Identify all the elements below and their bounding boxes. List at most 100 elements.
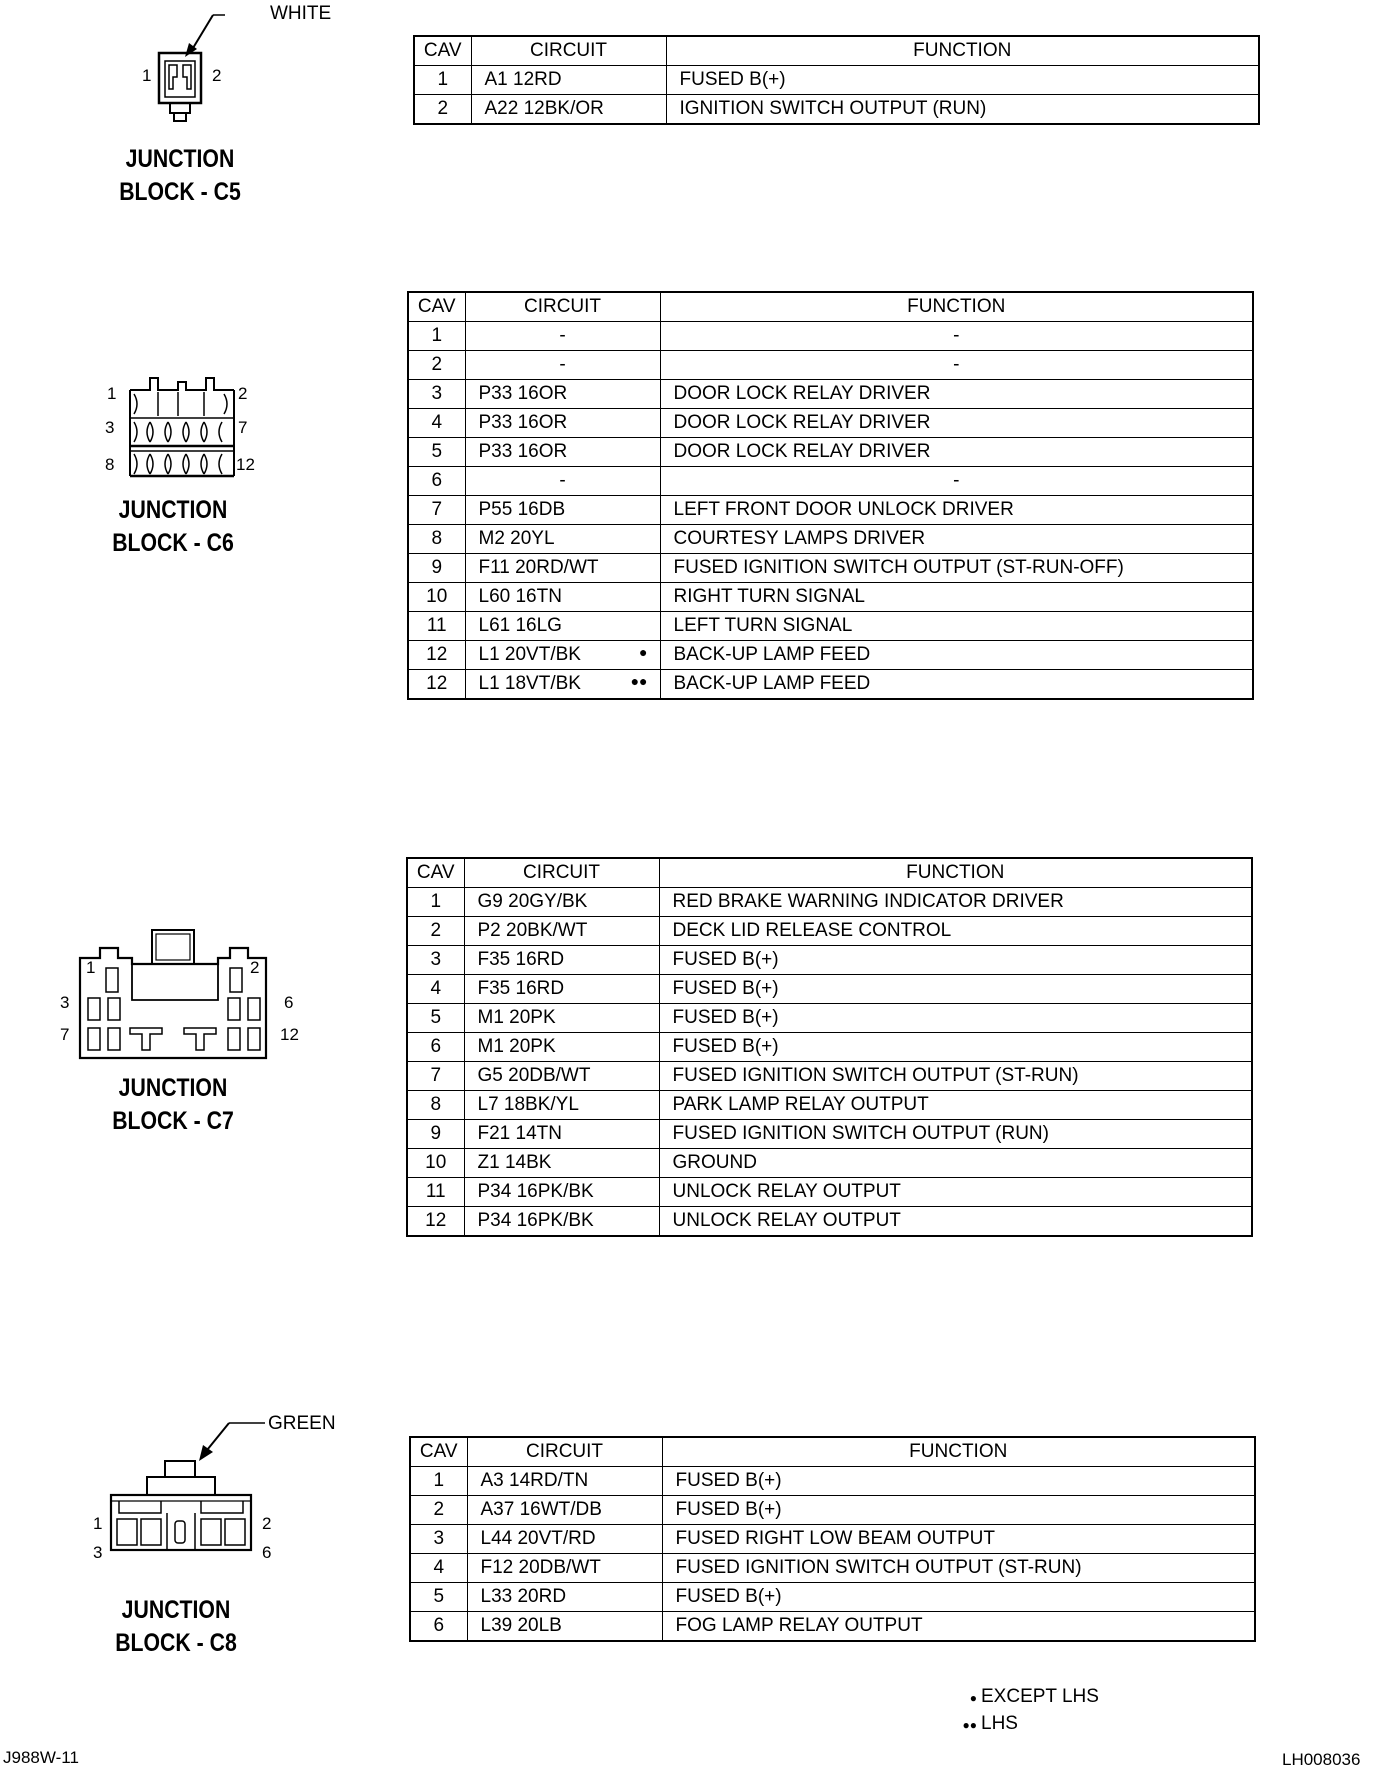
- connector-c5-drawing: [145, 5, 225, 135]
- cell-circuit: F11 20RD/WT: [464, 553, 661, 583]
- legend-text: EXCEPT LHS: [981, 1686, 1099, 1707]
- pin-label-6: 6: [284, 993, 294, 1012]
- table-row: 6--: [407, 466, 1254, 496]
- header-circuit: CIRCUIT: [464, 291, 661, 322]
- cell-function: LEFT FRONT DOOR UNLOCK DRIVER: [659, 495, 1254, 525]
- label-line-2: BLOCK - C6: [112, 529, 234, 557]
- cell-circuit: L1 18VT/BK ●●: [464, 669, 661, 700]
- table-header-row: CAV CIRCUIT FUNCTION: [407, 291, 1254, 322]
- cell-function: FUSED IGNITION SWITCH OUTPUT (ST-RUN): [661, 1553, 1256, 1583]
- cell-circuit: L39 20LB: [466, 1611, 663, 1642]
- lhs-marker: ●●: [630, 673, 648, 689]
- cell-cav: 2: [406, 916, 465, 946]
- cell-circuit: L44 20VT/RD: [466, 1524, 663, 1554]
- connector-label-c6: JUNCTION BLOCK - C6: [105, 494, 241, 560]
- table-header-row: CAV CIRCUIT FUNCTION: [406, 857, 1253, 888]
- cell-cav: 3: [409, 1524, 468, 1554]
- cell-circuit: P55 16DB: [464, 495, 661, 525]
- cell-cav: 5: [407, 437, 466, 467]
- cell-circuit: A22 12BK/OR: [470, 94, 667, 125]
- cell-cav: 11: [406, 1177, 465, 1207]
- cell-function: FUSED B(+): [658, 1032, 1253, 1062]
- pin-label-3: 3: [105, 418, 115, 437]
- cell-function: RIGHT TURN SIGNAL: [659, 582, 1254, 612]
- cell-function: IGNITION SWITCH OUTPUT (RUN): [665, 94, 1260, 125]
- cell-circuit: P33 16OR: [464, 379, 661, 409]
- cell-function: -: [659, 466, 1254, 496]
- cell-circuit: P34 16PK/BK: [463, 1206, 660, 1237]
- cell-function: FUSED B(+): [661, 1466, 1256, 1496]
- cell-cav: 6: [409, 1611, 468, 1642]
- cell-function: GROUND: [658, 1148, 1253, 1178]
- cell-function: FUSED IGNITION SWITCH OUTPUT (RUN): [658, 1119, 1253, 1149]
- header-function: FUNCTION: [659, 291, 1254, 322]
- label-line-2: BLOCK - C8: [115, 1629, 237, 1657]
- cell-cav: 10: [406, 1148, 465, 1178]
- header-cav: CAV: [413, 35, 472, 66]
- table-row: 2 A22 12BK/OR IGNITION SWITCH OUTPUT (RU…: [413, 94, 1260, 125]
- cell-function: FOG LAMP RELAY OUTPUT: [661, 1611, 1256, 1642]
- pin-label-3: 3: [93, 1543, 103, 1562]
- cell-function: FUSED B(+): [665, 65, 1260, 95]
- label-line-1: JUNCTION: [121, 1596, 231, 1624]
- connector-c6-drawing: [120, 368, 240, 483]
- cell-circuit: A1 12RD: [470, 65, 667, 95]
- cell-function: BACK-UP LAMP FEED: [659, 640, 1254, 670]
- pin-label-2: 2: [262, 1514, 272, 1533]
- cell-cav: 12: [407, 669, 466, 700]
- cell-circuit: L1 20VT/BK●: [464, 640, 661, 670]
- cell-circuit: G9 20GY/BK: [463, 887, 660, 917]
- circuit-text: L1 18VT/BK: [478, 673, 581, 694]
- cell-function: PARK LAMP RELAY OUTPUT: [658, 1090, 1253, 1120]
- cell-function: BACK-UP LAMP FEED: [659, 669, 1254, 700]
- cell-circuit: -: [464, 350, 661, 380]
- table-row: 1--: [407, 321, 1254, 351]
- connector-label-c7: JUNCTION BLOCK - C7: [105, 1072, 241, 1138]
- cell-circuit: F12 20DB/WT: [466, 1553, 663, 1583]
- cell-cav: 5: [406, 1003, 465, 1033]
- pin-label-7: 7: [238, 418, 248, 437]
- cell-circuit: P33 16OR: [464, 408, 661, 438]
- cell-cav: 5: [409, 1582, 468, 1612]
- cell-circuit: Z1 14BK: [463, 1148, 660, 1178]
- cell-function: UNLOCK RELAY OUTPUT: [658, 1206, 1253, 1237]
- connector-label-c8: JUNCTION BLOCK - C8: [108, 1594, 244, 1660]
- cell-cav: 11: [407, 611, 466, 641]
- cell-cav: 12: [407, 640, 466, 670]
- cell-cav: 6: [407, 466, 466, 496]
- cell-circuit: F35 16RD: [463, 974, 660, 1004]
- cell-cav: 7: [407, 495, 466, 525]
- cell-cav: 4: [407, 408, 466, 438]
- cell-circuit: F21 14TN: [463, 1119, 660, 1149]
- except-lhs-marker: ●: [639, 644, 648, 660]
- cell-cav: 1: [409, 1466, 468, 1496]
- header-circuit: CIRCUIT: [470, 35, 667, 66]
- pin-label-1: 1: [93, 1514, 103, 1533]
- cell-function: -: [659, 321, 1254, 351]
- cell-circuit: M1 20PK: [463, 1003, 660, 1033]
- cell-function: RED BRAKE WARNING INDICATOR DRIVER: [658, 887, 1253, 917]
- legend-item-lhs: ●●LHS: [955, 1713, 1099, 1740]
- cell-circuit: -: [464, 321, 661, 351]
- cell-cav: 1: [407, 321, 466, 351]
- cell-circuit: L61 16LG: [464, 611, 661, 641]
- pinout-table-c5: CAV CIRCUIT FUNCTION 1 A1 12RD FUSED B(+…: [413, 35, 1260, 125]
- cell-circuit: F35 16RD: [463, 945, 660, 975]
- cell-cav: 7: [406, 1061, 465, 1091]
